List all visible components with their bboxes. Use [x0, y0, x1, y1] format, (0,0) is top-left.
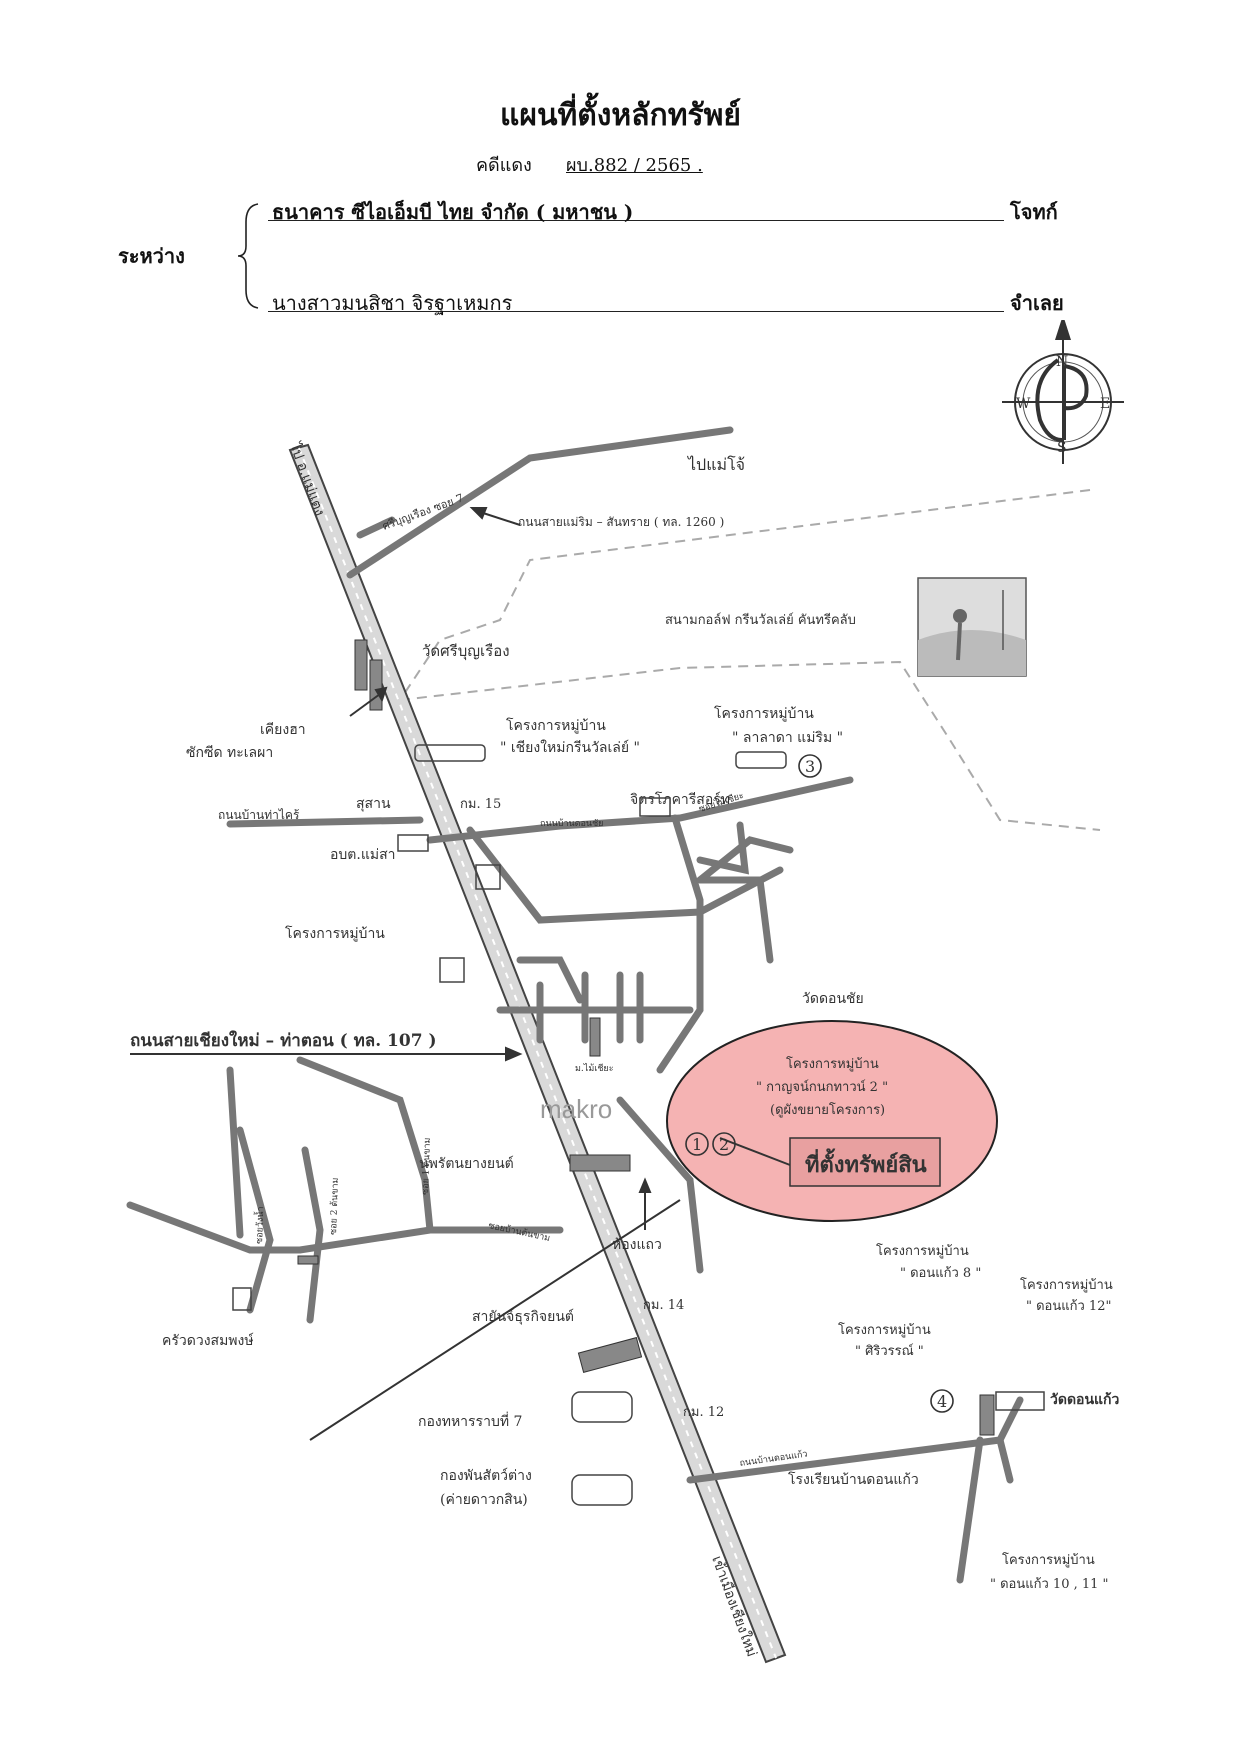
asset-location-label: ที่ตั้งทรัพย์สิน — [805, 1148, 927, 1178]
compass-icon: N S E W — [1002, 320, 1124, 464]
gas-station-icon — [475, 864, 501, 890]
between-label: ระหว่าง — [118, 244, 185, 268]
house-icon — [414, 744, 486, 762]
case-number: ผบ.882 / 2565 . — [566, 155, 703, 176]
defendant-name: นางสาวมนสิชา จิรฐาเหมกร — [272, 291, 513, 315]
proj-greenvalley-label-2: " เชียงใหม่กรีนวัลเล่ย์ " — [500, 739, 640, 756]
plaintiff-name: ธนาคาร ซีไอเอ็มบี ไทย จำกัด ( มหาชน ) — [272, 200, 634, 224]
maepia-label: ม.ไม้เชียะ — [575, 1063, 614, 1074]
proj-greenvalley-label-1: โครงการหมู่บ้าน — [506, 717, 606, 734]
temple-icon — [995, 1391, 1045, 1411]
proj-plain-label: โครงการหมู่บ้าน — [285, 925, 385, 942]
proj-siriwan-label-2: " ศิริวรรณ์ " — [855, 1343, 924, 1359]
resort-icon — [639, 797, 671, 817]
golf-course-icon — [917, 577, 1027, 677]
resort-label: จิตรโภคารีสอร์ท — [630, 791, 730, 808]
tank-icon — [571, 1391, 633, 1423]
defendant-underline — [268, 311, 1004, 312]
proj-lada-label-1: โครงการหมู่บ้าน — [714, 705, 814, 722]
asset-highlight — [666, 1020, 998, 1222]
flats-label: เคียงฮา — [260, 722, 306, 738]
proj-siriwan-label-1: โครงการหมู่บ้าน — [838, 1322, 931, 1338]
no-entry-icon — [439, 957, 465, 983]
cemetery-label: สุสาน — [356, 796, 391, 812]
road-donchai-label: ถนนบ้านดอนชัย — [540, 818, 603, 829]
laundry-label: ซักซีด ทะเลผา — [186, 745, 273, 761]
navarat-label: นพรัตนยางยนต์ — [419, 1155, 514, 1172]
km15-label: กม. 15 — [460, 797, 501, 812]
wat-donchai-label: วัดดอนชัย — [802, 991, 864, 1007]
plaintiff-underline — [268, 220, 1004, 221]
road-soi2-label: ซอย 2 ต้นขาม — [328, 1177, 341, 1235]
compass-e-label: E — [1100, 396, 1110, 412]
wat-donkaew-label: วัดดอนแก้ว — [1050, 1392, 1120, 1408]
road-maejo-label: ไปแม่โจ้ — [686, 455, 745, 474]
office-icon — [397, 834, 429, 852]
proj-kanjanakarn-label-3: (ดูผังขยายโครงการ) — [770, 1102, 885, 1118]
khrua-label: ครัวดวงสมพงษ์ — [162, 1332, 254, 1349]
compass-w-label: W — [1016, 396, 1031, 412]
marker-1: 1 — [692, 1135, 702, 1154]
proj-donkaew1011-label-2: " ดอนแก้ว 10 , 11 " — [990, 1577, 1109, 1592]
location-map: N S E W — [126, 320, 1124, 1664]
road-1260-label: ถนนสายแม่ริม – สันทราย ( ทล. 1260 ) — [518, 515, 724, 529]
highway-107 — [288, 443, 787, 1664]
proj-donkaew8-label-2: " ดอนแก้ว 8 " — [900, 1266, 981, 1281]
proj-donkaew12-label-1: โครงการหมู่บ้าน — [1020, 1277, 1113, 1293]
brace-icon — [237, 203, 259, 309]
compass-s-label: S — [1057, 440, 1067, 456]
proj-donkaew1011-label-1: โครงการหมู่บ้าน — [1002, 1552, 1095, 1568]
cavalry7-label: กองทหารราบที่ 7 — [418, 1412, 522, 1430]
shophouse-label: ห้องแถว — [612, 1237, 662, 1253]
plaintiff-role: โจทก์ — [1010, 200, 1058, 224]
road-107-label: ถนนสายเชียงใหม่ – ท่าตอน ( ทล. 107 ) — [130, 1030, 437, 1051]
marker-3: 3 — [805, 757, 815, 776]
road-tonkham-label: ซอยบ้านต้นขาม — [487, 1220, 551, 1244]
vetcorps-label-2: (ค่ายดาวกสิน) — [440, 1492, 528, 1508]
restaurant-icon — [232, 1287, 252, 1311]
golf-boundary — [399, 489, 1101, 831]
km12-label: กม. 12 — [683, 1405, 724, 1420]
proj-donkaew8-label-1: โครงการหมู่บ้าน — [876, 1243, 969, 1259]
defendant-role: จำเลย — [1010, 291, 1064, 315]
tambon-office-label: อบต.แม่สา — [330, 847, 396, 863]
road-thakai-label: ถนนบ้านท่าไคร้ — [218, 808, 300, 822]
school-label: โรงเรียนบ้านดอนแก้ว — [788, 1471, 919, 1488]
compass-n-label: N — [1056, 354, 1068, 370]
km14-label: กม. 14 — [643, 1298, 684, 1313]
vetcorps-label-1: กองพันสัตว์ต่าง — [440, 1467, 532, 1484]
makro-label: makro — [540, 1094, 612, 1124]
wat-sriboon-label: วัดศรีบุญเรือง — [422, 642, 510, 661]
sayan-label: สายันจ์ธุรกิจยนต์ — [472, 1308, 574, 1325]
proj-kanjanakarn-label-1: โครงการหมู่บ้าน — [786, 1056, 879, 1072]
asset-location-box — [789, 1137, 941, 1187]
proj-kanjanakarn-label-2: " กาญจน์กนกทาวน์ 2 " — [756, 1079, 888, 1095]
road-soi1-label: ซอย 1 ต้นขาม — [420, 1137, 433, 1195]
road-wangnam-label: ซอยวังน้ำ — [252, 1206, 266, 1244]
marker-2: 2 — [719, 1135, 729, 1154]
case-label: คดีแดง — [476, 155, 532, 176]
page-title: แผนที่ตั้งหลักทรัพย์ — [500, 98, 741, 133]
secondary-roads — [126, 426, 1024, 1584]
proj-lada-label-2: " ลาลาดา แม่ริม " — [732, 730, 843, 746]
marker-4: 4 — [937, 1392, 947, 1411]
tank-icon — [571, 1474, 633, 1506]
golf-label: สนามกอล์ฟ กรีนวัลเล่ย์ คันทรีคลับ — [665, 612, 856, 628]
house-icon — [735, 751, 787, 769]
proj-donkaew12-label-2: " ดอนแก้ว 12" — [1026, 1299, 1111, 1314]
